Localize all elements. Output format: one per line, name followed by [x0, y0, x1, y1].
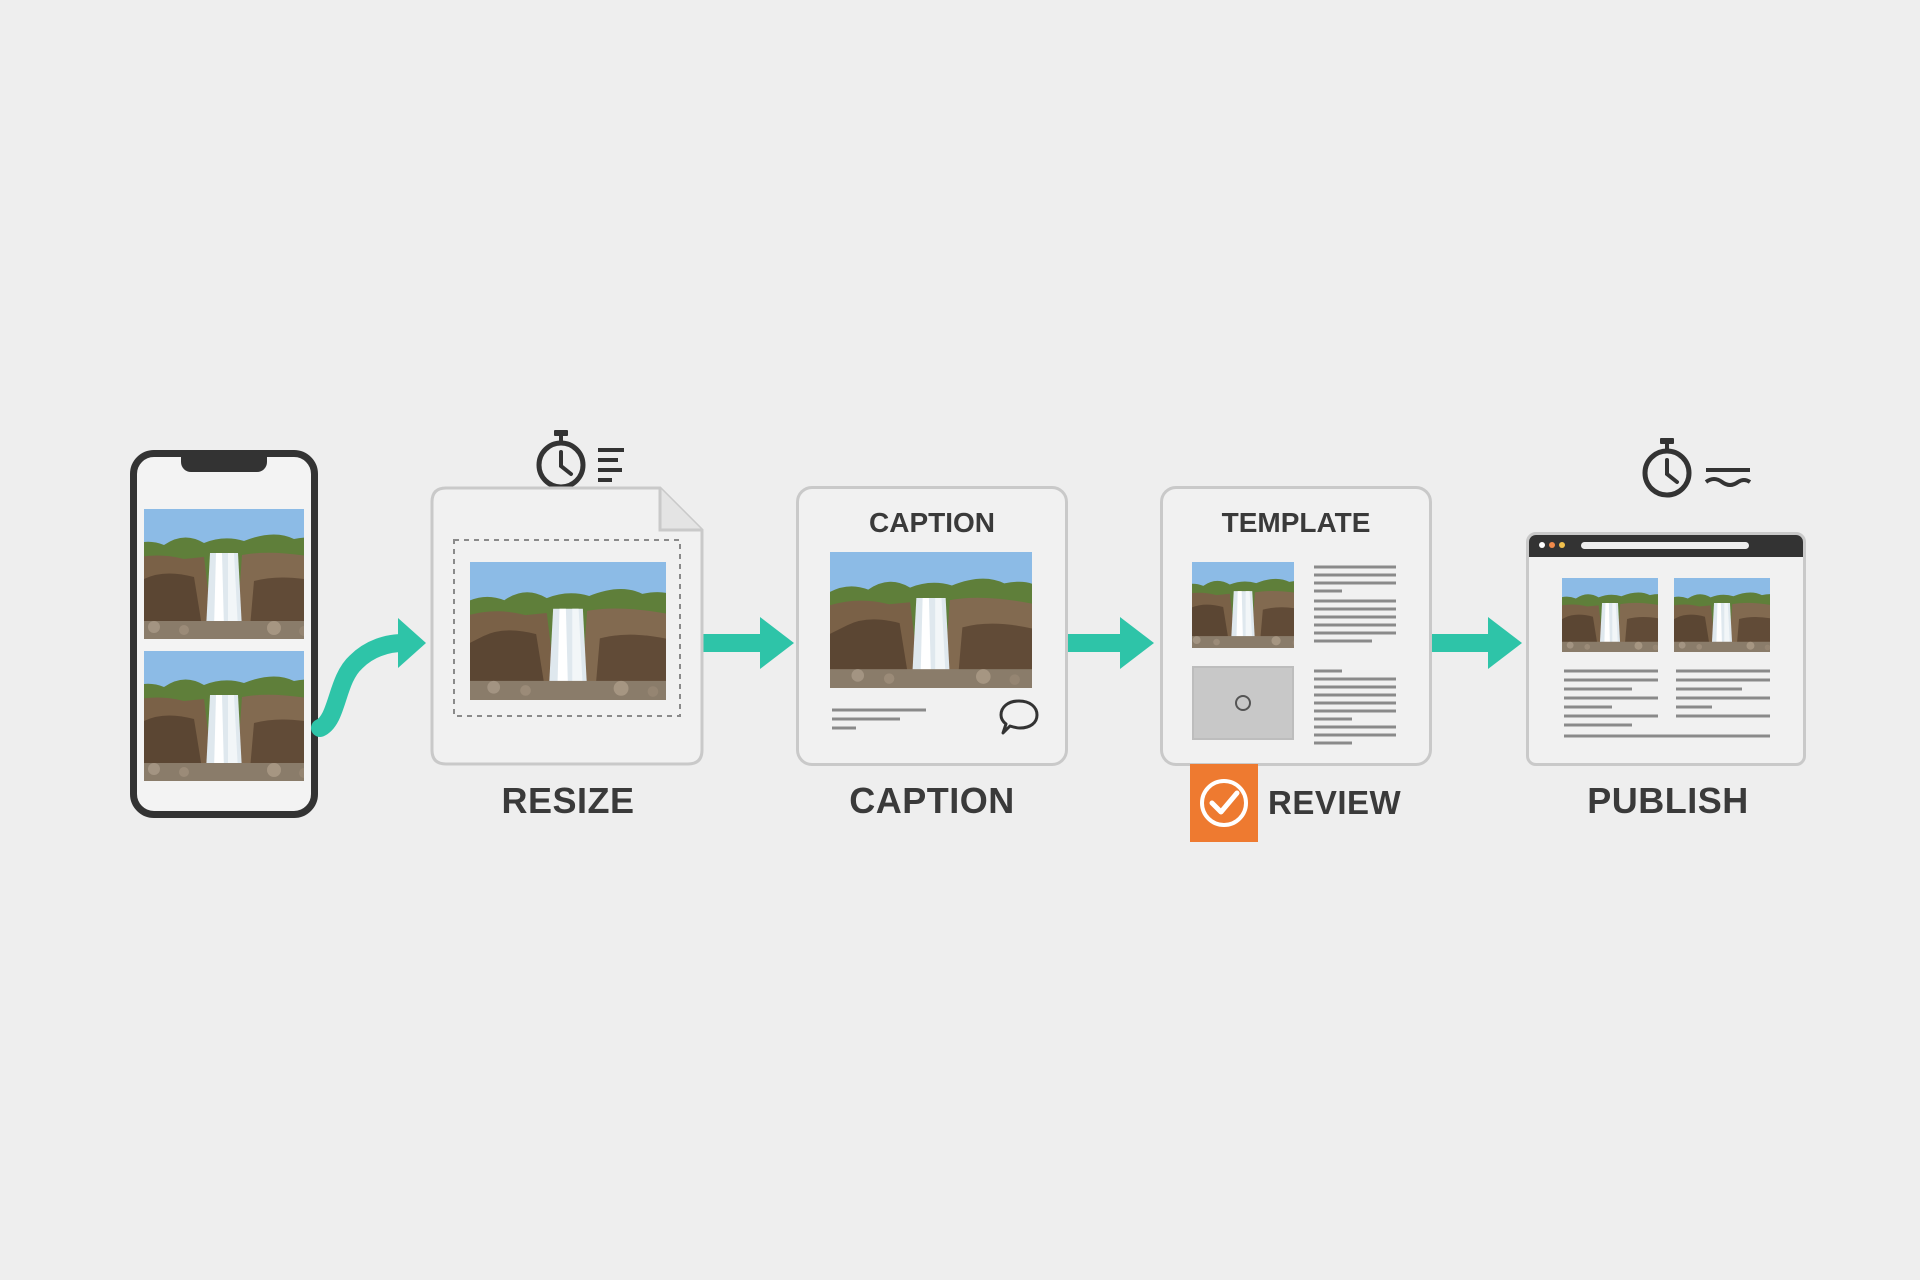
template-text-lines [1314, 565, 1396, 745]
stopwatch-icon [536, 430, 624, 490]
checkmark-badge-icon [1190, 764, 1258, 842]
phone-photo-bottom [144, 651, 304, 781]
caption-text-lines [832, 708, 926, 730]
phone-photo-top [144, 509, 304, 639]
stopwatch-icon [1642, 438, 1752, 498]
publish-label: PUBLISH [1587, 780, 1749, 821]
browser-dot-icon [1559, 542, 1565, 548]
curved-arrow [311, 618, 426, 737]
review-label: REVIEW [1268, 784, 1402, 821]
template-card-title: TEMPLATE [1221, 507, 1371, 538]
publish-photo-left [1562, 578, 1658, 652]
browser-title-bar [1529, 535, 1803, 557]
arrow-caption-to-review [1068, 617, 1154, 669]
phone-step [130, 450, 318, 818]
publish-photo-right [1674, 578, 1770, 652]
caption-card-title: CAPTION [869, 507, 995, 538]
caption-photo [830, 552, 1032, 688]
phone-notch [181, 456, 267, 472]
image-placeholder [1192, 666, 1294, 740]
template-photo [1192, 562, 1294, 648]
resize-photo [470, 562, 666, 700]
resize-label: RESIZE [501, 780, 635, 821]
arrow-review-to-publish [1432, 617, 1522, 669]
placeholder-circle-icon [1235, 695, 1251, 711]
arrow-resize-to-caption [700, 617, 794, 669]
browser-address-bar [1581, 542, 1749, 549]
publish-text-lines [1564, 669, 1770, 738]
speech-bubble-icon [999, 699, 1039, 735]
browser-dot-icon [1549, 542, 1555, 548]
browser-dot-icon [1539, 542, 1545, 548]
caption-label: CAPTION [849, 780, 1015, 821]
